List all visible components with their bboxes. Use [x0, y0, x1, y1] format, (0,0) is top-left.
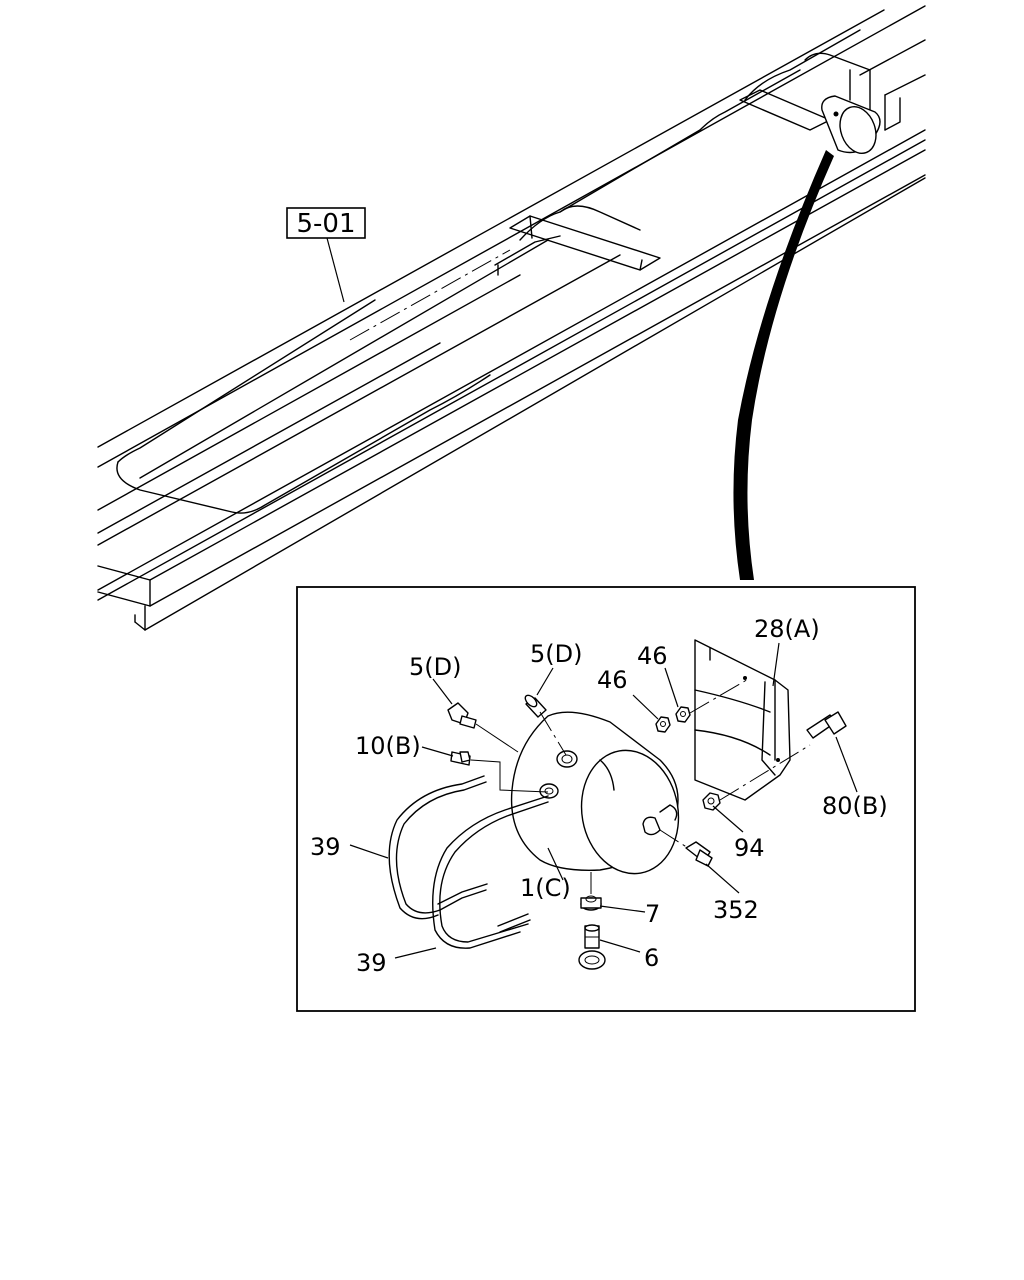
u-bolt-upper-part — [388, 775, 488, 920]
fitting-10b-part — [450, 751, 471, 766]
air-tank-on-frame — [821, 95, 881, 154]
callout-94: 94 — [734, 834, 765, 862]
callout-39-upper: 39 — [310, 833, 341, 861]
nut-46-upper-part — [675, 706, 691, 723]
callout-1c: 1(C) — [520, 874, 571, 902]
fitting-352-part — [685, 841, 713, 867]
callout-80b: 80(B) — [822, 792, 888, 820]
callout-28a: 28(A) — [754, 615, 820, 643]
bolt-part — [806, 711, 847, 739]
nut-94-part — [702, 792, 721, 811]
reference-box-label: 5-01 — [296, 209, 355, 239]
air-tank-part — [510, 711, 680, 875]
cross-member-middle — [494, 205, 661, 276]
detail-pointer-arrow — [733, 150, 834, 580]
callout-5d-left: 5(D) — [409, 653, 461, 681]
plug-7-part — [580, 895, 602, 911]
callout-39-lower: 39 — [356, 949, 387, 977]
reference-box: 5-01 — [286, 207, 366, 303]
chassis-frame: 5-01 — [97, 5, 926, 631]
drain-valve-6-part — [578, 924, 606, 970]
callout-labels: 28(A) 5(D) 5(D) 46 46 10(B) 80(B) 39 39 … — [310, 615, 888, 977]
callout-352: 352 — [713, 896, 759, 924]
callout-7: 7 — [645, 900, 660, 928]
callout-46-upper: 46 — [637, 642, 668, 670]
detail-box: 28(A) 5(D) 5(D) 46 46 10(B) 80(B) 39 39 … — [296, 586, 916, 1012]
fitting-5d-upper-part — [524, 694, 547, 718]
nut-46-lower-part — [655, 716, 671, 733]
callout-10b: 10(B) — [355, 732, 421, 760]
u-bolt-lower-part — [432, 795, 549, 949]
leader-lines — [349, 642, 858, 959]
callout-6: 6 — [644, 944, 659, 972]
bracket-part — [694, 639, 791, 801]
callout-46-lower: 46 — [597, 666, 628, 694]
callout-5d-right: 5(D) — [530, 640, 582, 668]
fitting-5d-left-part — [447, 702, 477, 729]
